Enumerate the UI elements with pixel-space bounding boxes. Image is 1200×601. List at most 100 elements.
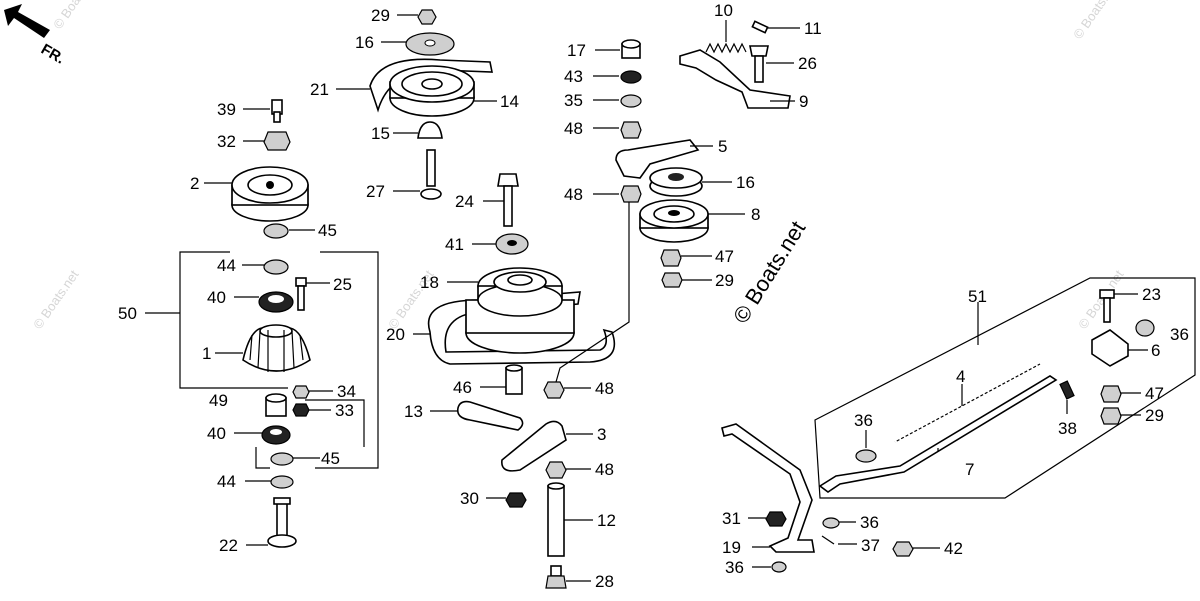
callout-16-right: 16 bbox=[736, 173, 755, 192]
part-45-washer bbox=[263, 223, 289, 239]
part-44-washer-lower bbox=[270, 475, 294, 489]
callout-37: 37 bbox=[861, 536, 880, 555]
part-35-washer bbox=[620, 94, 642, 108]
group-50-bracket bbox=[179, 251, 288, 389]
part-13-bracket bbox=[456, 400, 524, 431]
part-26-bolt bbox=[749, 45, 769, 83]
callout-12: 12 bbox=[597, 511, 616, 530]
callout-19: 19 bbox=[722, 538, 741, 557]
callout-47-center: 47 bbox=[715, 247, 734, 266]
part-2-pulley bbox=[231, 166, 309, 222]
callout-1: 1 bbox=[202, 344, 211, 363]
callout-47-right: 47 bbox=[1145, 384, 1164, 403]
part-47-nut bbox=[660, 249, 682, 267]
part-1-spindle-housing bbox=[242, 324, 311, 372]
callout-25: 25 bbox=[333, 275, 352, 294]
callout-30: 30 bbox=[460, 489, 479, 508]
part-17-collar bbox=[621, 39, 641, 59]
part-40-bearing bbox=[258, 291, 294, 313]
callout-15: 15 bbox=[371, 124, 390, 143]
part-30-nut bbox=[505, 492, 527, 508]
part-3-tension-arm bbox=[501, 420, 567, 472]
watermark-main: © Boats.net bbox=[728, 217, 810, 328]
watermark-right: © Boats.net bbox=[1075, 267, 1127, 332]
part-15-cap bbox=[417, 121, 443, 139]
part-42-nut bbox=[892, 541, 914, 557]
callout-9: 9 bbox=[799, 92, 808, 111]
callout-41: 41 bbox=[445, 235, 464, 254]
part-4-spring bbox=[892, 359, 1043, 447]
callout-32: 32 bbox=[217, 132, 236, 151]
part-24-bolt bbox=[497, 173, 519, 227]
part-48-nut-b bbox=[545, 461, 567, 479]
part-48-nut-c bbox=[620, 121, 642, 139]
callout-36-c: 36 bbox=[725, 558, 744, 577]
part-29-nut-right bbox=[1100, 407, 1122, 425]
part-49-spacer bbox=[265, 393, 287, 417]
callout-23: 23 bbox=[1142, 285, 1161, 304]
part-27-bolt bbox=[420, 149, 442, 200]
callout-36-b: 36 bbox=[1170, 325, 1189, 344]
part-8-pulley bbox=[639, 199, 709, 243]
callout-24: 24 bbox=[455, 192, 474, 211]
part-43-washer bbox=[620, 70, 642, 84]
callout-29-top: 29 bbox=[371, 6, 390, 25]
part-10-spring bbox=[705, 42, 747, 54]
callout-44-top: 44 bbox=[217, 256, 236, 275]
part-14-idler-pulley bbox=[389, 65, 475, 117]
part-34-nut bbox=[292, 385, 310, 399]
group-51-outline bbox=[814, 277, 1196, 499]
callout-51: 51 bbox=[968, 287, 987, 306]
callout-2: 2 bbox=[190, 174, 199, 193]
callout-45-lower: 45 bbox=[321, 449, 340, 468]
callout-46: 46 bbox=[453, 378, 472, 397]
callout-17: 17 bbox=[567, 41, 586, 60]
callout-22: 22 bbox=[219, 536, 238, 555]
callout-40-lower: 40 bbox=[207, 424, 226, 443]
callout-39: 39 bbox=[217, 100, 236, 119]
callout-3: 3 bbox=[597, 425, 606, 444]
callout-8: 8 bbox=[751, 205, 760, 224]
part-36-washer-c bbox=[771, 561, 787, 573]
part-45-washer-lower bbox=[270, 452, 294, 466]
callout-38: 38 bbox=[1058, 419, 1077, 438]
part-29-nut-center bbox=[661, 272, 683, 288]
part-48-nut-d bbox=[620, 185, 642, 203]
callout-34: 34 bbox=[337, 382, 356, 401]
part-29-nut-top bbox=[417, 9, 437, 25]
part-18-pulley bbox=[465, 267, 575, 354]
part-44-washer bbox=[263, 259, 289, 275]
callout-36-d: 36 bbox=[860, 513, 879, 532]
part-7-rod bbox=[818, 375, 1058, 493]
part-12-shaft bbox=[547, 482, 565, 557]
part-37-cotter-pin bbox=[821, 535, 835, 545]
callout-29-right: 29 bbox=[1145, 406, 1164, 425]
callout-4: 4 bbox=[956, 367, 965, 386]
callout-48-a: 48 bbox=[595, 379, 614, 398]
callout-31: 31 bbox=[722, 509, 741, 528]
callout-6: 6 bbox=[1151, 341, 1160, 360]
part-36-washer-d bbox=[822, 517, 840, 529]
part-32-nut bbox=[263, 131, 291, 151]
callout-18: 18 bbox=[420, 273, 439, 292]
part-11-pin bbox=[751, 20, 769, 34]
callout-40-top: 40 bbox=[207, 288, 226, 307]
front-direction-arrow-icon bbox=[4, 4, 50, 38]
watermark-left: © Boats.net bbox=[30, 267, 82, 332]
callout-45-top: 45 bbox=[318, 221, 337, 240]
callout-14: 14 bbox=[500, 92, 519, 111]
direction-label: FR. bbox=[38, 41, 67, 68]
part-9-rod bbox=[679, 49, 791, 109]
callout-49: 49 bbox=[209, 391, 228, 410]
callout-50: 50 bbox=[118, 304, 137, 323]
callout-43: 43 bbox=[564, 67, 583, 86]
callout-13: 13 bbox=[404, 402, 423, 421]
callout-27: 27 bbox=[366, 182, 385, 201]
part-39-grease-fitting bbox=[271, 99, 283, 123]
part-41-bearing bbox=[495, 233, 529, 255]
part-48-nut-a bbox=[543, 381, 565, 399]
part-38-pin bbox=[1059, 380, 1075, 400]
callout-48-b: 48 bbox=[595, 460, 614, 479]
callout-10: 10 bbox=[714, 1, 733, 20]
